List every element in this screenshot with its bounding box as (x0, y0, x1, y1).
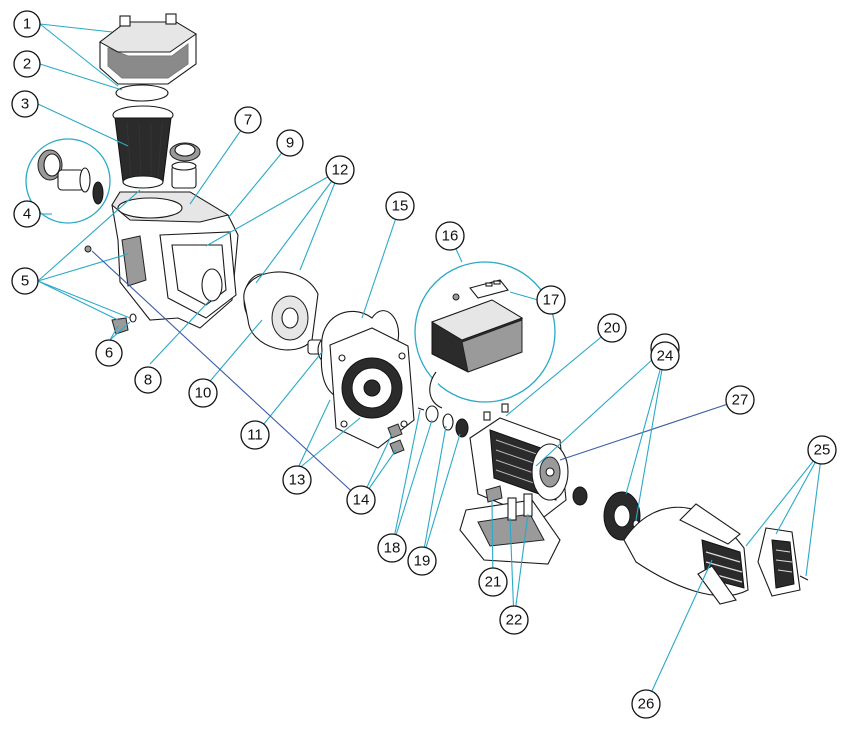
callout-label: 4 (23, 206, 31, 223)
body-o-ring (201, 268, 223, 302)
callout-label: 14 (353, 492, 370, 509)
rear-grille (757, 527, 809, 597)
callout-19: 19 (407, 546, 437, 576)
callout-label: 8 (144, 372, 152, 389)
callout-14: 14 (346, 485, 376, 515)
callout-2: 2 (13, 50, 41, 78)
callout-label: 20 (604, 320, 621, 337)
callout-4: 4 (13, 200, 41, 228)
callout-18: 18 (377, 533, 407, 563)
callout-label: 3 (21, 96, 29, 113)
callout-label: 21 (485, 574, 502, 591)
callout-20: 20 (597, 313, 627, 343)
callout-label: 9 (286, 135, 294, 152)
callout-9: 9 (276, 129, 304, 157)
seal-plate (329, 327, 415, 449)
callout-label: 16 (442, 228, 459, 245)
callout-label: 10 (195, 385, 212, 402)
callout-13: 13 (282, 465, 312, 495)
callout-11: 11 (240, 420, 270, 450)
callout-label: 17 (543, 292, 560, 309)
callout-10: 10 (188, 378, 218, 408)
motor (469, 403, 569, 521)
fan-cover (623, 503, 749, 605)
callout-17: 17 (536, 285, 566, 315)
callout-label: 2 (23, 56, 31, 73)
strainer-basket (112, 105, 174, 189)
callout-22: 22 (499, 605, 529, 635)
callout-label: 7 (244, 112, 252, 129)
callout-label: 27 (732, 392, 749, 409)
callout-label: 25 (814, 442, 831, 459)
callout-label: 26 (638, 696, 655, 713)
small-screw (84, 245, 92, 253)
power-cable (429, 371, 443, 409)
callout-label: 12 (332, 162, 349, 179)
callout-label: 19 (414, 553, 431, 570)
callout-15: 15 (385, 191, 415, 221)
callout-label: 18 (384, 540, 401, 557)
washers (417, 405, 469, 438)
callout-25: 25 (807, 435, 837, 465)
callout-label: 6 (105, 345, 113, 362)
callout-label: 1 (23, 16, 31, 33)
pump-body (111, 191, 239, 329)
callout-16: 16 (435, 221, 465, 251)
callout-21: 21 (478, 567, 508, 597)
callout-label: 22 (506, 612, 523, 629)
callout-label: 24 (657, 348, 674, 365)
callout-27: 27 (725, 385, 755, 415)
motor-fan (603, 491, 641, 541)
callout-label: 13 (289, 472, 306, 489)
callout-8: 8 (134, 366, 162, 394)
callout-7: 7 (234, 106, 262, 134)
lid-o-ring (115, 84, 169, 102)
callout-24-shown: 24 (650, 341, 680, 371)
strainer-lid (99, 13, 197, 85)
control-box-group (414, 261, 556, 403)
callout-label: 15 (392, 198, 409, 215)
callout-6: 6 (95, 339, 123, 367)
union-fitting-group (25, 138, 111, 224)
callout-label: 5 (21, 273, 29, 290)
bearing (572, 486, 588, 506)
callout-26: 26 (631, 689, 661, 719)
diffuser (243, 271, 319, 351)
leader-lines (37, 23, 823, 705)
callout-3: 3 (11, 90, 39, 118)
callout-12: 12 (325, 155, 355, 185)
callout-5: 5 (11, 267, 39, 295)
callout-1: 1 (13, 10, 41, 38)
callout-label: 11 (247, 427, 263, 444)
